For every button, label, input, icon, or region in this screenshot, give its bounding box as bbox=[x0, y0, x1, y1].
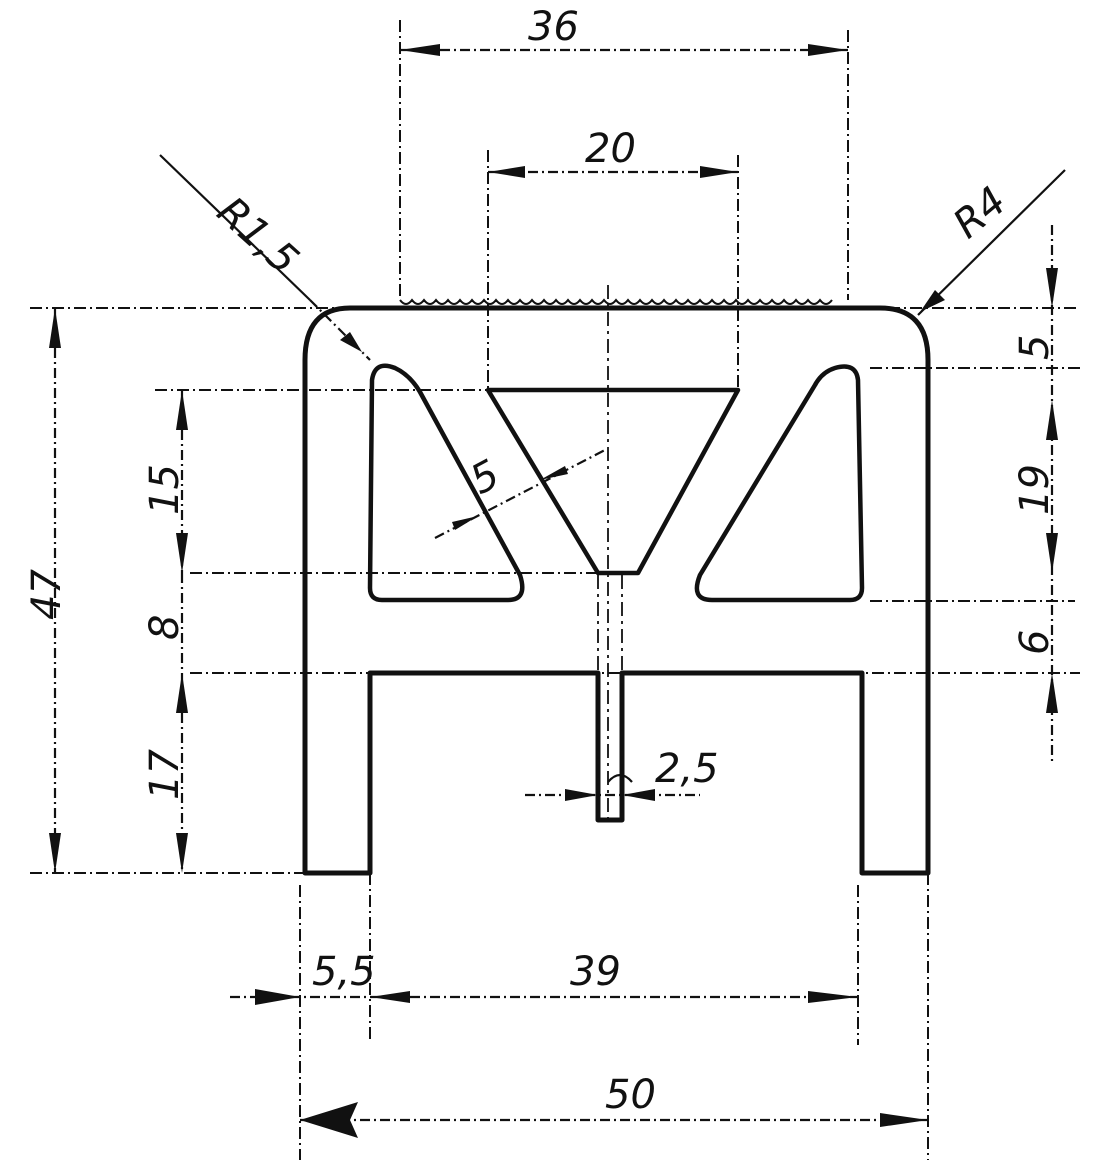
arrow-15-bottom bbox=[176, 533, 188, 573]
arrow-slot-right bbox=[622, 789, 655, 801]
label-50: 50 bbox=[605, 1072, 656, 1118]
arrow-slot-left bbox=[565, 789, 598, 801]
label-8: 8 bbox=[142, 615, 188, 640]
arrow-17-top bbox=[176, 673, 188, 713]
arrow-20-right bbox=[700, 166, 738, 178]
arrow-50-right bbox=[880, 1113, 928, 1127]
arrow-39-right bbox=[808, 991, 858, 1003]
arrow-50-left bbox=[300, 1102, 358, 1138]
dim-line-web bbox=[434, 449, 606, 539]
profile-outline bbox=[302, 305, 931, 876]
label-17: 17 bbox=[142, 749, 188, 800]
label-15: 15 bbox=[142, 464, 188, 515]
arrow-19-bottom bbox=[1046, 533, 1058, 573]
label-r4: R4 bbox=[945, 178, 1015, 247]
arrow-47-bottom bbox=[49, 833, 61, 873]
leader-r15 bbox=[159, 154, 311, 301]
label-20: 20 bbox=[585, 126, 636, 172]
leader-r4 bbox=[917, 169, 1066, 316]
label-6: 6 bbox=[1012, 630, 1058, 655]
arrow-47-top bbox=[49, 308, 61, 348]
label-19: 19 bbox=[1012, 464, 1058, 515]
right-hole bbox=[694, 364, 865, 603]
arrow-r4 bbox=[920, 290, 945, 312]
center-groove bbox=[485, 387, 741, 576]
label-36: 36 bbox=[528, 4, 579, 50]
arrow-r15 bbox=[340, 332, 362, 352]
label-web-5: 5 bbox=[463, 451, 507, 504]
arrow-20-left bbox=[488, 166, 525, 178]
arrow-36-right bbox=[808, 44, 848, 56]
label-2-5: 2,5 bbox=[655, 746, 719, 792]
arrow-6-bottom bbox=[1046, 673, 1058, 713]
arrow-web-2 bbox=[540, 466, 568, 480]
arrow-5-top bbox=[1046, 268, 1058, 308]
left-hole bbox=[367, 363, 525, 603]
arrow-5-5 bbox=[255, 989, 300, 1005]
arrow-39-left bbox=[370, 991, 410, 1003]
label-47: 47 bbox=[24, 569, 70, 620]
arrow-17-bottom bbox=[176, 833, 188, 873]
arrow-36-left bbox=[400, 44, 440, 56]
arrow-15-top bbox=[176, 390, 188, 430]
label-5-5: 5,5 bbox=[312, 949, 376, 995]
arrow-19-top bbox=[1046, 400, 1058, 440]
label-39: 39 bbox=[570, 949, 621, 995]
leader-r15-ext bbox=[309, 299, 371, 361]
top-ripple bbox=[399, 298, 833, 305]
label-r15: R1,5 bbox=[208, 188, 307, 283]
label-5: 5 bbox=[1012, 335, 1058, 360]
slot-arc bbox=[607, 773, 633, 783]
arrow-web-1 bbox=[452, 516, 478, 530]
